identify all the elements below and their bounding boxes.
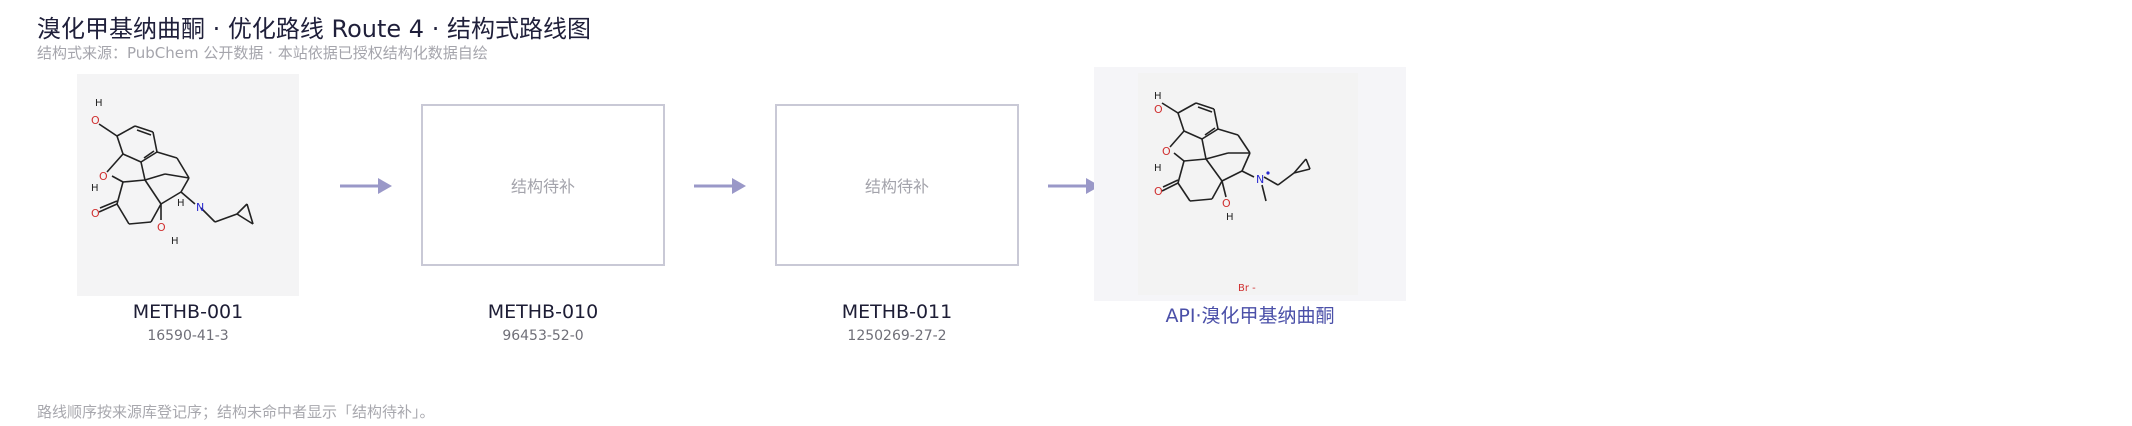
api-structure-panel: H O O O H N O H Br - <box>1094 67 1406 301</box>
counter-ion-label: Br - <box>1238 283 1256 294</box>
atom-label: O <box>1222 197 1231 210</box>
api-structure-image: H O O O H N O H Br - <box>1138 73 1358 295</box>
placeholder-text: 结构待补 <box>865 173 929 197</box>
node-code: METHB-011 <box>775 301 1019 323</box>
page-subtitle: 结构式来源：PubChem 公开数据 · 本站依据已授权结构化数据自绘 <box>37 44 591 62</box>
arrow-icon <box>340 176 392 196</box>
structure-image-methb-001: H O O O H N H O H <box>77 74 299 296</box>
atom-label: O <box>1154 185 1163 198</box>
header: 溴化甲基纳曲酮 · 优化路线 Route 4 · 结构式路线图 结构式来源：Pu… <box>37 14 591 62</box>
atom-label: H <box>177 198 185 209</box>
arrow-icon <box>694 176 746 196</box>
footnote: 路线顺序按来源库登记序；结构未命中者显示「结构待补」。 <box>37 401 435 422</box>
node-cas: 96453-52-0 <box>421 328 665 344</box>
placeholder-text: 结构待补 <box>511 173 575 197</box>
atom-label: H <box>171 236 179 247</box>
atom-label: H <box>1154 91 1162 102</box>
atom-label: O <box>1154 103 1163 116</box>
node-cas: 16590-41-3 <box>77 328 299 344</box>
atom-label: H <box>91 183 99 194</box>
node-cas: 1250269-27-2 <box>775 328 1019 344</box>
node-code: METHB-001 <box>77 301 299 323</box>
structure-placeholder-methb-010: 结构待补 <box>421 104 665 266</box>
atom-label: O <box>1162 145 1171 158</box>
atom-label: H <box>95 98 103 109</box>
atom-label: N <box>196 201 204 214</box>
molecule-drawing: H O O O H N O H Br - <box>1138 73 1358 295</box>
structure-placeholder-methb-011: 结构待补 <box>775 104 1019 266</box>
atom-label: O <box>157 221 166 234</box>
atom-label: O <box>99 170 108 183</box>
node-code: METHB-010 <box>421 301 665 323</box>
atom-label: O <box>91 207 100 220</box>
atom-label: N <box>1256 173 1264 186</box>
arrow-icon <box>1048 176 1100 196</box>
molecule-drawing: H O O O H N H O H <box>77 74 299 296</box>
atom-label: H <box>1154 163 1162 174</box>
api-label: API·溴化甲基纳曲酮 <box>1094 301 1406 328</box>
atom-label: H <box>1226 212 1234 223</box>
page-title: 溴化甲基纳曲酮 · 优化路线 Route 4 · 结构式路线图 <box>37 14 591 44</box>
atom-label: O <box>91 114 100 127</box>
